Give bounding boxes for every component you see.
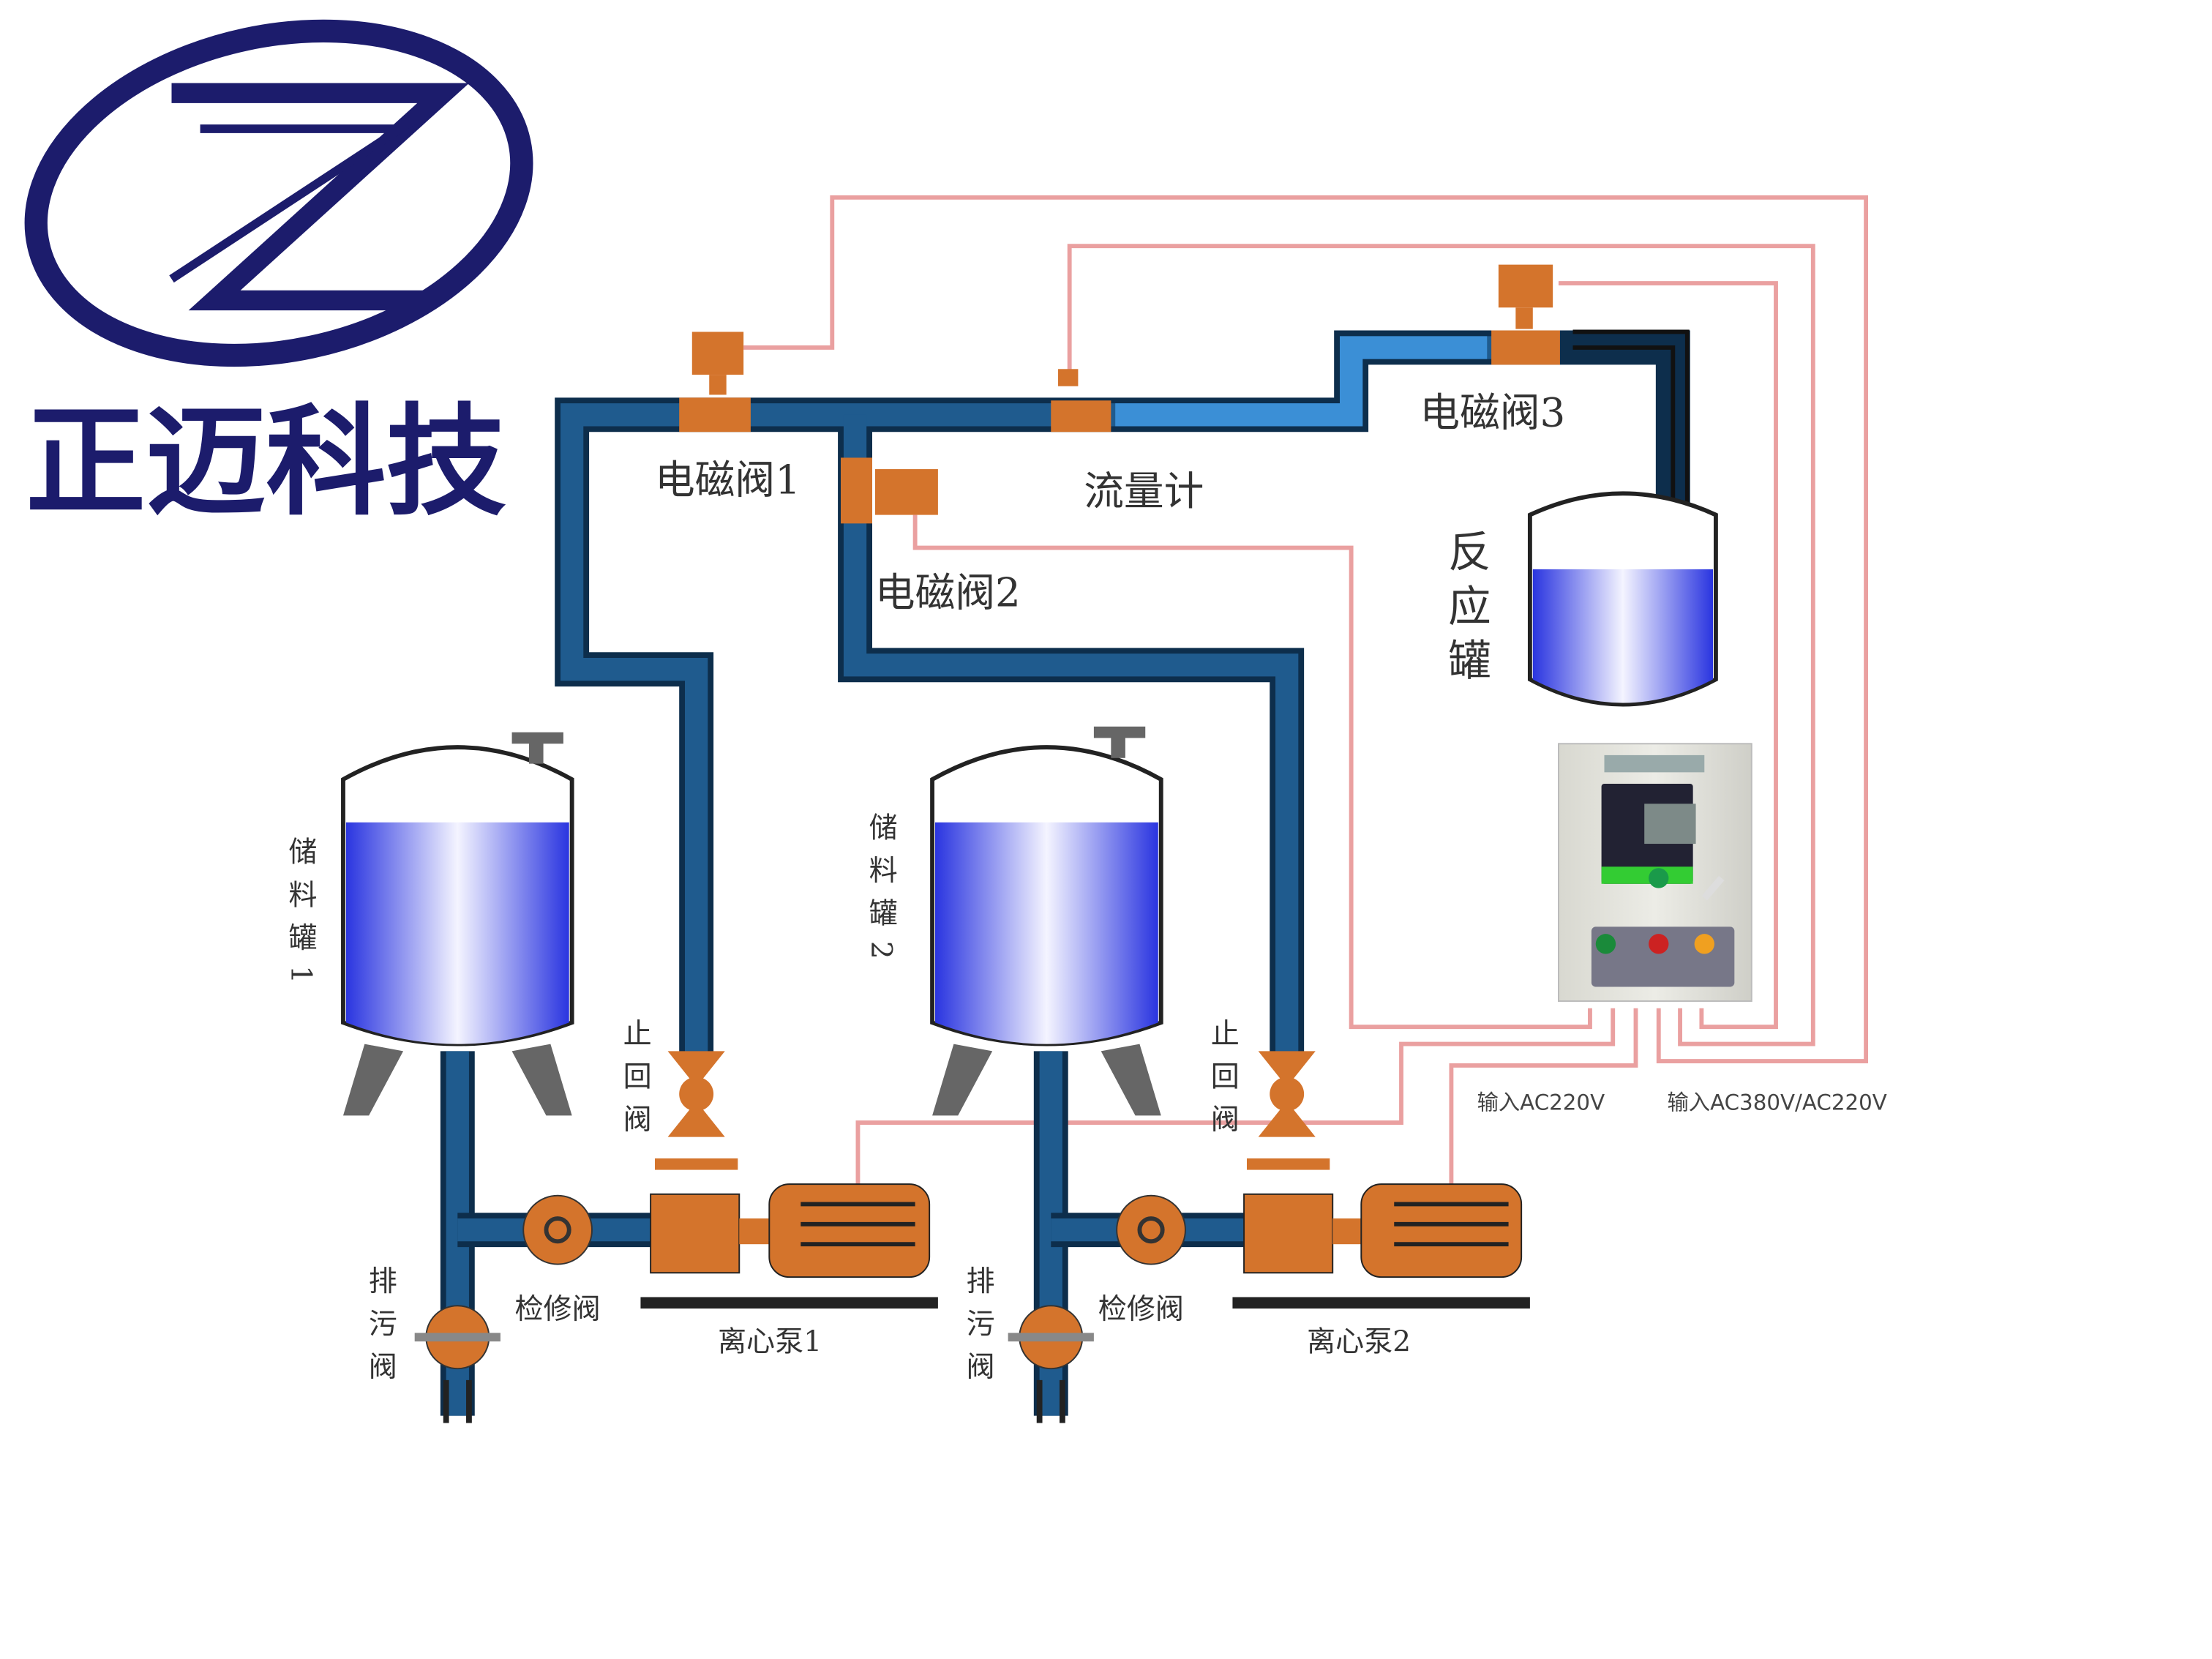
storage-tank-2 <box>930 726 1163 1116</box>
key-switch-icon <box>1701 875 1725 901</box>
indicator-red <box>1649 934 1669 954</box>
signal-wires <box>743 195 1869 1188</box>
service-valve-2 <box>1116 1194 1186 1265</box>
label-tank1: 储料罐1 <box>284 836 318 997</box>
label-valve2: 电磁阀2 <box>875 569 1021 616</box>
reactor-tank <box>1527 491 1718 707</box>
label-reactor: 反应罐 <box>1441 529 1491 692</box>
centrifugal-pump-2 <box>1232 1183 1530 1309</box>
indicator-green <box>1595 934 1616 954</box>
label-drain-valve-2: 排污阀 <box>961 1266 994 1395</box>
label-service-valve-1: 检修阀 <box>514 1293 600 1326</box>
logo-text: 正迈科技 <box>26 392 506 532</box>
solenoid-valve-3 <box>1491 264 1560 365</box>
label-service-valve-2: 检修阀 <box>1098 1293 1184 1326</box>
storage-tank-1 <box>341 732 574 1116</box>
indicator-yellow <box>1694 934 1714 954</box>
drain-valve-1 <box>414 1305 500 1423</box>
solenoid-valve-2 <box>841 457 938 524</box>
solenoid-valve-1 <box>679 332 751 432</box>
company-logo: 正迈科技 <box>24 19 533 532</box>
label-input-ac220: 输入AC220V <box>1477 1090 1605 1115</box>
label-valve1: 电磁阀1 <box>655 456 801 503</box>
label-valve3: 电磁阀3 <box>1420 389 1565 435</box>
check-valve-2 <box>1246 1051 1330 1170</box>
label-pump2: 离心泵2 <box>1307 1326 1411 1359</box>
control-panel <box>1557 743 1752 1002</box>
label-check-valve-1: 止回阀 <box>618 1018 651 1147</box>
label-pump1: 离心泵1 <box>718 1326 822 1359</box>
label-tank2: 储料罐2 <box>864 812 898 973</box>
flowmeter <box>1051 369 1111 432</box>
label-input-ac380: 输入AC380V/AC220V <box>1667 1090 1886 1115</box>
check-valve-1 <box>654 1051 738 1170</box>
service-valve-1 <box>522 1194 593 1265</box>
label-drain-valve-1: 排污阀 <box>364 1266 397 1395</box>
label-flowmeter: 流量计 <box>1084 468 1204 514</box>
centrifugal-pump-1 <box>640 1183 938 1309</box>
label-check-valve-2: 止回阀 <box>1206 1018 1239 1147</box>
start-button <box>1649 868 1669 888</box>
drain-valve-2 <box>1008 1305 1094 1423</box>
